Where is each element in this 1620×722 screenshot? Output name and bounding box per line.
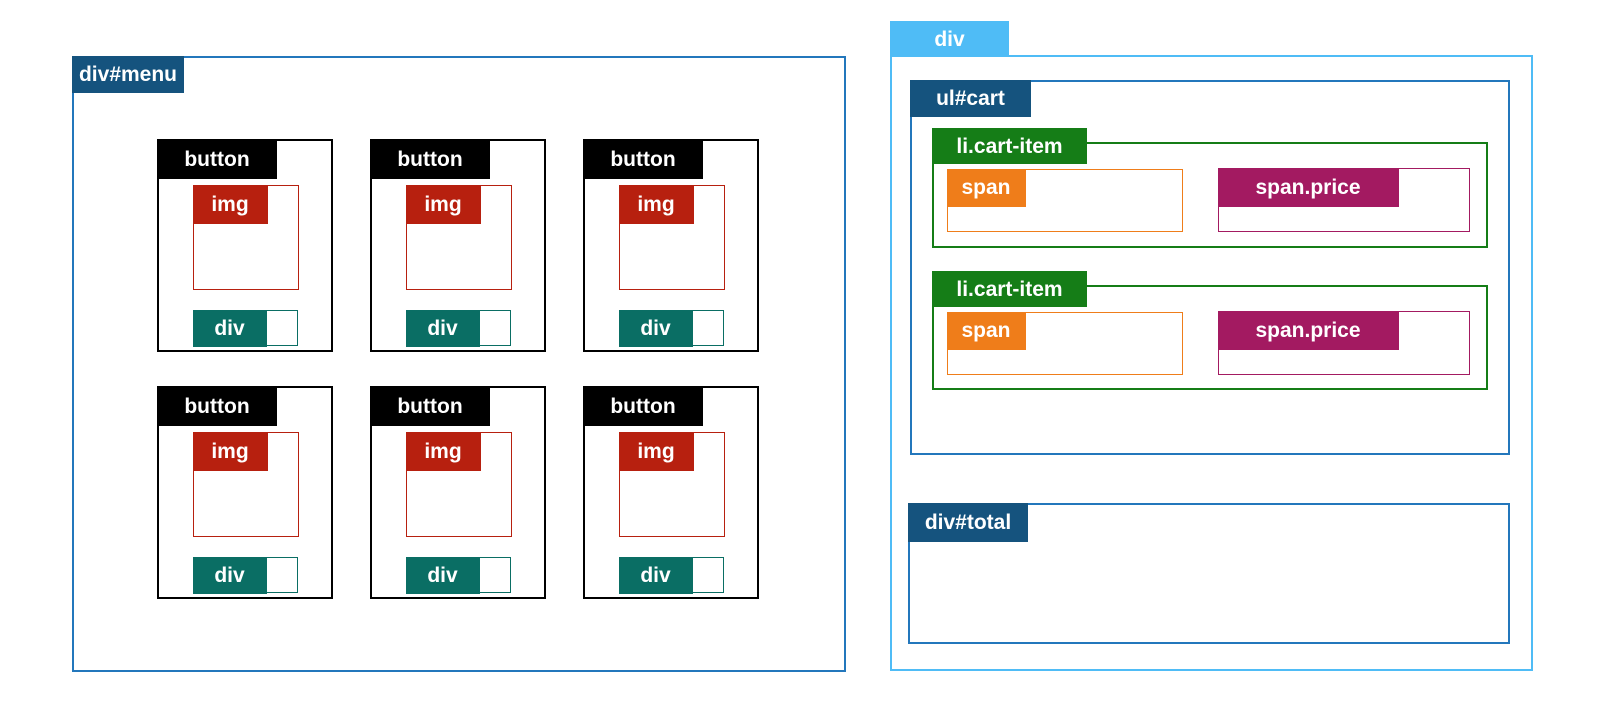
total-node-label: div#total [908,503,1028,542]
button-node-label: button [370,139,490,179]
img-node-label: img [405,431,481,471]
img-node-label: img [192,431,268,471]
item-name-span-node-label: span [946,168,1026,207]
item-price-span-node: span.price [1217,310,1470,375]
caption-div-node-label: div [192,309,267,347]
img-node-label: img [192,184,268,224]
cart-panel-node: div ul#cart li.cart-item span span.price… [890,21,1533,671]
img-node-label: img [618,184,694,224]
img-node-label: img [618,431,694,471]
total-node: div#total [908,503,1510,644]
item-price-span-node-label: span.price [1217,310,1399,350]
button-node-label: button [157,386,277,426]
button-node: button img div [370,139,546,352]
img-node-label: img [405,184,481,224]
menu-node: div#menu button img div button img div b… [72,56,846,672]
caption-div-node-label: div [405,309,480,347]
item-price-span-node: span.price [1217,167,1470,232]
button-node: button img div [583,386,759,599]
button-node-label: button [583,139,703,179]
button-node: button img div [157,139,333,352]
cart-node-label: ul#cart [910,80,1031,117]
cart-item-node: li.cart-item span span.price [932,128,1488,248]
caption-div-node: div [405,309,511,347]
button-node-label: button [583,386,703,426]
item-price-span-node-label: span.price [1217,167,1399,207]
img-node: img [618,431,725,537]
button-node: button img div [157,386,333,599]
cart-item-node-label: li.cart-item [932,128,1087,164]
caption-div-node: div [618,309,724,347]
img-node: img [192,431,299,537]
menu-node-label: div#menu [72,56,184,93]
item-name-span-node: span [946,311,1183,375]
caption-div-node: div [405,556,511,594]
cart-panel-node-label: div [890,21,1009,57]
caption-div-node-label: div [618,309,693,347]
button-node: button img div [583,139,759,352]
img-node: img [405,184,512,290]
item-name-span-node: span [946,168,1183,232]
caption-div-node-label: div [405,556,480,594]
img-node: img [618,184,725,290]
caption-div-node: div [618,556,724,594]
caption-div-node: div [192,556,298,594]
button-node: button img div [370,386,546,599]
item-name-span-node-label: span [946,311,1026,350]
caption-div-node-label: div [192,556,267,594]
caption-div-node-label: div [618,556,693,594]
cart-item-node-label: li.cart-item [932,271,1087,307]
button-node-label: button [370,386,490,426]
img-node: img [192,184,299,290]
caption-div-node: div [192,309,298,347]
cart-node: ul#cart li.cart-item span span.price li.… [910,80,1510,455]
button-node-label: button [157,139,277,179]
cart-item-node: li.cart-item span span.price [932,271,1488,390]
img-node: img [405,431,512,537]
